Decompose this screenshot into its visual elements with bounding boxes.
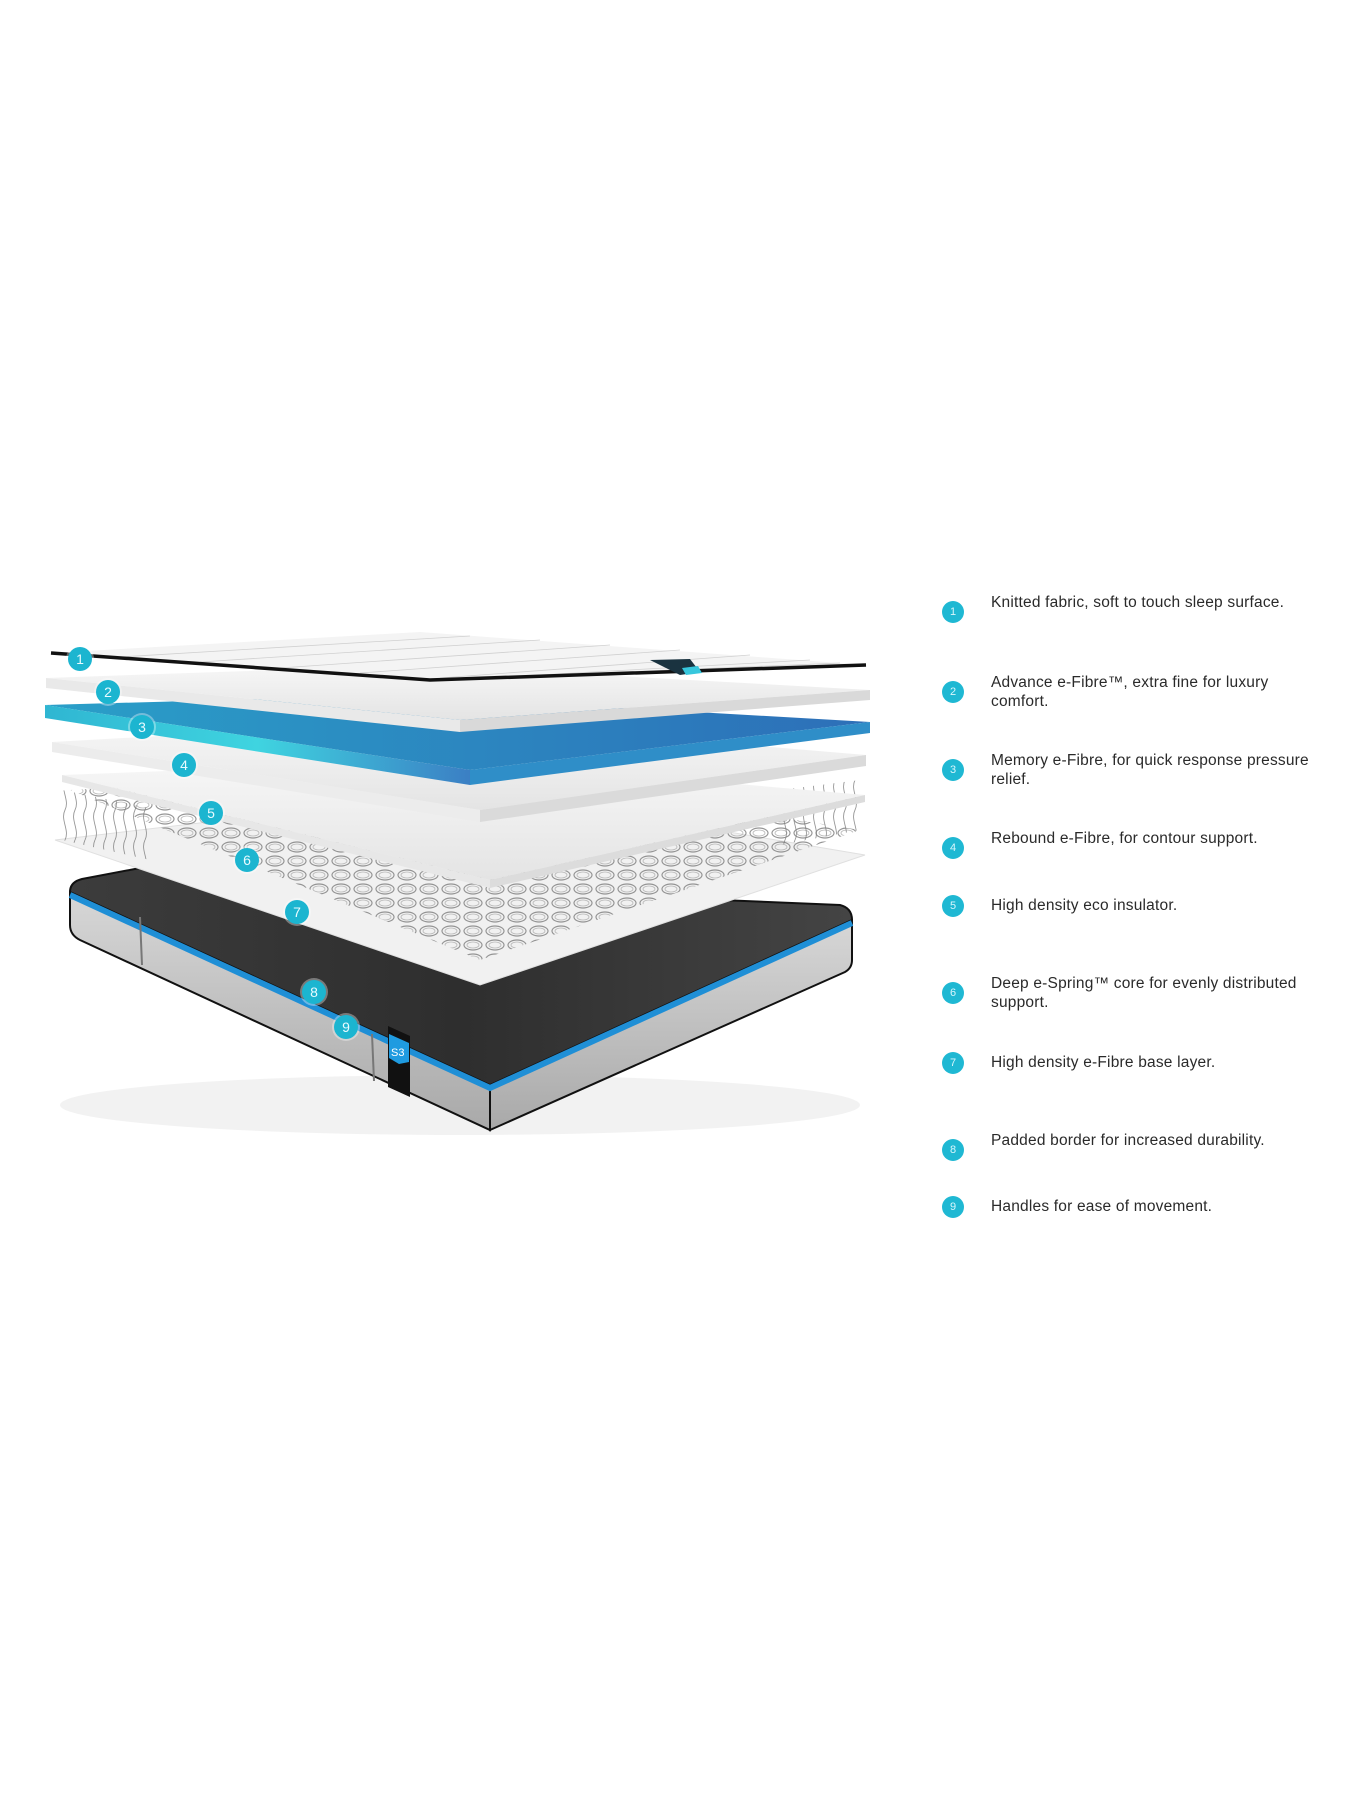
legend-badge-icon: 2 [942, 681, 964, 703]
callout-badge-8: 8 [302, 980, 326, 1004]
legend-badge-icon: 1 [942, 601, 964, 623]
legend-badge-icon: 8 [942, 1139, 964, 1161]
knitted-fabric-layer [50, 632, 867, 682]
model-label-tag: S3 [388, 1026, 410, 1097]
legend-badge-icon: 6 [942, 982, 964, 1004]
legend-badge-icon: 7 [942, 1051, 964, 1074]
legend-badge-icon: 3 [942, 759, 964, 781]
legend-badge-icon: 4 [942, 837, 964, 859]
legend-text: Deep e-Spring™ core for evenly distribut… [991, 975, 1297, 1011]
legend-text: High density e-Fibre base layer. [991, 1054, 1216, 1071]
legend-text: High density eco insulator. [991, 897, 1178, 914]
callout-badge-1: 1 [68, 647, 92, 671]
legend-text: Knitted fabric, soft to touch sleep surf… [991, 594, 1285, 611]
callout-badge-5: 5 [199, 801, 223, 825]
callout-badge-4: 4 [172, 753, 196, 777]
model-label-text: S3 [391, 1047, 404, 1059]
legend-text: Padded border for increased durability. [991, 1132, 1265, 1149]
callout-badge-9: 9 [334, 1015, 358, 1039]
legend-badge-icon: 5 [942, 894, 964, 917]
callout-badge-7: 7 [285, 900, 309, 924]
legend-text: Advance e-Fibre™, extra fine for luxury … [991, 674, 1269, 710]
callout-badge-3: 3 [130, 715, 154, 739]
legend-badge-icon: 9 [942, 1195, 964, 1218]
legend-text: Rebound e-Fibre, for contour support. [991, 830, 1258, 847]
callout-badge-6: 6 [235, 848, 259, 872]
legend-text: Memory e-Fibre, for quick response press… [991, 752, 1309, 788]
legend-text: Handles for ease of movement. [991, 1198, 1213, 1215]
callout-badge-2: 2 [96, 680, 120, 704]
